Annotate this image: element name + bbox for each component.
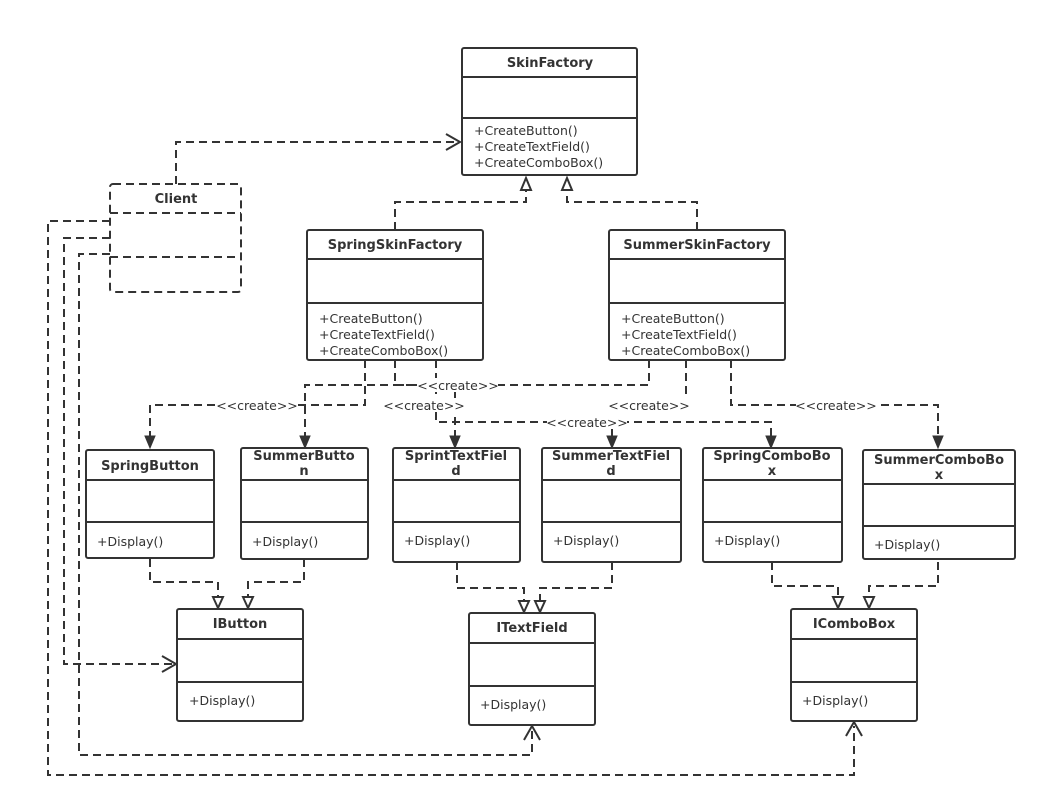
class-client: Client: [109, 183, 242, 293]
connectors: <<create>> <<create>> <<create>> <<creat…: [47, 133, 944, 776]
class-method: +Display(): [189, 693, 255, 708]
springskinfactory-realizes-skinfactory: [394, 175, 533, 230]
class-title: SummerSkinFactory: [623, 238, 771, 253]
class-title: SpringComboBo: [713, 449, 830, 464]
buttons-realize-ibutton: [149, 559, 305, 611]
class-summerbutton: SummerButto n +Display(): [240, 447, 369, 560]
class-method: +Display(): [404, 533, 470, 548]
create-labels: <<create>> <<create>> <<create>> <<creat…: [216, 378, 877, 430]
class-method: +Display(): [714, 533, 780, 548]
class-springskinfactory: SpringSkinFactory +CreateButton() +Creat…: [306, 229, 484, 361]
class-method: +Display(): [874, 537, 940, 552]
class-skinfactory: SkinFactory +CreateButton() +CreateTextF…: [461, 47, 638, 176]
class-title: SpringButton: [101, 459, 199, 474]
create-label: <<create>>: [417, 378, 499, 393]
class-springbutton: SpringButton +Display(): [85, 449, 215, 559]
class-summercombobox: SummerComboBo x +Display(): [862, 449, 1016, 560]
class-method: +CreateTextField(): [474, 139, 590, 154]
class-method: +CreateComboBox(): [474, 155, 603, 170]
create-springbutton: [144, 360, 366, 450]
class-title: x: [768, 464, 777, 479]
class-title: SprintTextFiel: [405, 449, 507, 464]
class-title: d: [606, 464, 615, 479]
class-title: IComboBox: [813, 617, 896, 632]
class-sprinttextfield: SprintTextFiel d +Display(): [392, 447, 521, 563]
class-method: +Display(): [252, 534, 318, 549]
class-title: n: [299, 464, 308, 479]
class-title: SummerTextFiel: [552, 449, 670, 464]
class-method: +Display(): [97, 534, 163, 549]
textfields-realize-itextfield: [456, 562, 613, 615]
class-method: +Display(): [553, 533, 619, 548]
class-method: +CreateButton(): [474, 123, 578, 138]
create-label: <<create>>: [608, 398, 690, 413]
class-method: +CreateButton(): [319, 311, 423, 326]
class-title: x: [935, 468, 944, 483]
class-method: +CreateButton(): [621, 311, 725, 326]
class-icombobox: IComboBox +Display(): [790, 608, 918, 722]
create-label: <<create>>: [795, 398, 877, 413]
class-method: +CreateTextField(): [319, 327, 435, 342]
class-title: d: [451, 464, 460, 479]
class-method: +Display(): [480, 697, 546, 712]
class-title: IButton: [213, 617, 268, 632]
class-title: SummerComboBo: [874, 453, 1004, 468]
class-method: +CreateTextField(): [621, 327, 737, 342]
client-to-skinfactory-dependency: [175, 133, 463, 184]
class-method: +CreateComboBox(): [621, 343, 750, 358]
comboboxes-realize-icombobox: [771, 562, 939, 611]
class-springcombobox: SpringComboBo x +Display(): [702, 447, 843, 563]
summerskinfactory-realizes-skinfactory: [560, 175, 698, 230]
class-ibutton: IButton +Display(): [176, 608, 304, 722]
class-method: +CreateComboBox(): [319, 343, 448, 358]
class-title: SummerButto: [253, 449, 355, 464]
class-title: SpringSkinFactory: [328, 238, 463, 253]
class-method: +Display(): [802, 693, 868, 708]
class-summerskinfactory: SummerSkinFactory +CreateButton() +Creat…: [608, 229, 786, 361]
create-springcombobox: [435, 360, 777, 450]
class-itextfield: ITextField +Display(): [468, 612, 596, 726]
create-label: <<create>>: [546, 415, 628, 430]
class-title: Client: [155, 192, 198, 207]
class-title: SkinFactory: [507, 56, 594, 71]
create-label: <<create>>: [383, 398, 465, 413]
class-summertextfield: SummerTextFiel d +Display(): [541, 447, 682, 563]
create-label: <<create>>: [216, 398, 298, 413]
class-title: ITextField: [496, 621, 567, 636]
